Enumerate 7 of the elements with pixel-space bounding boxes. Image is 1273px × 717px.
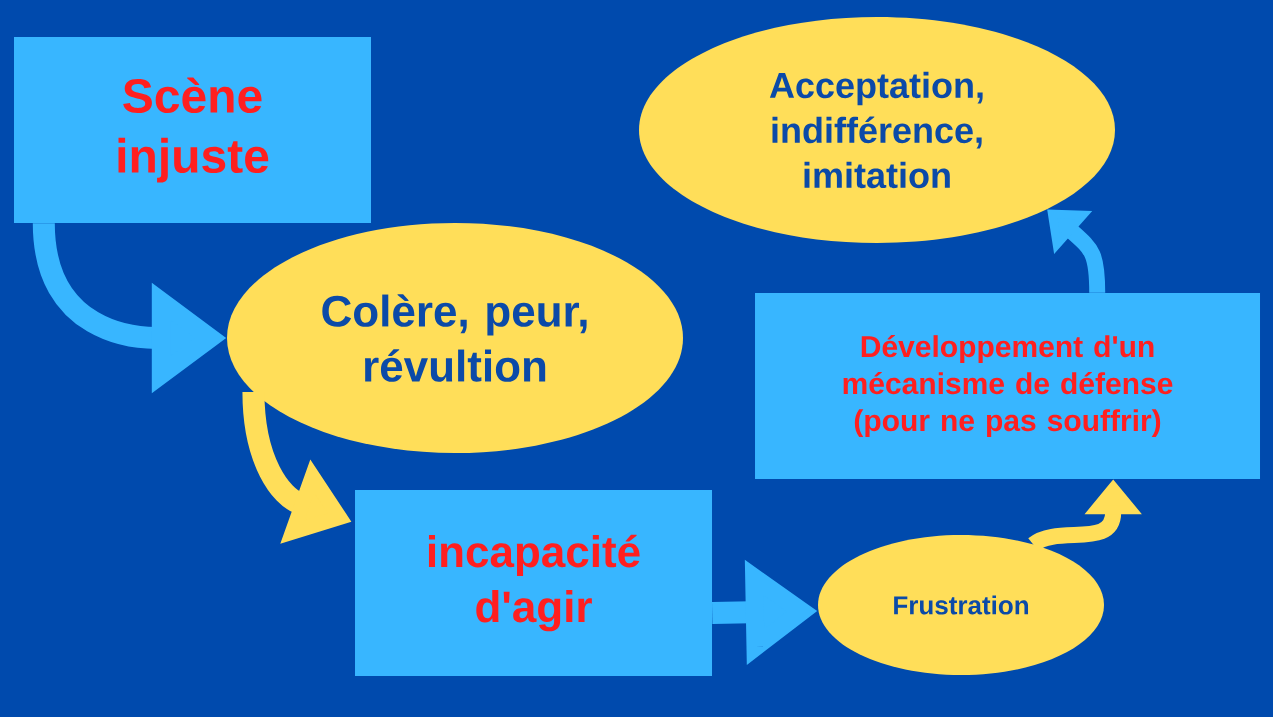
ellipse-node: Colère, peur, révultion (227, 223, 683, 453)
process-box: Développement d'un mécanisme de défense (pour ne pas souffrir) (755, 293, 1260, 479)
process-box: incapacité d'agir (355, 490, 712, 676)
process-box: Scène injuste (14, 37, 371, 223)
ellipse-node: Acceptation, indifférence, imitation (639, 17, 1115, 243)
arrow (1047, 209, 1106, 293)
ellipse-node: Frustration (818, 535, 1104, 675)
